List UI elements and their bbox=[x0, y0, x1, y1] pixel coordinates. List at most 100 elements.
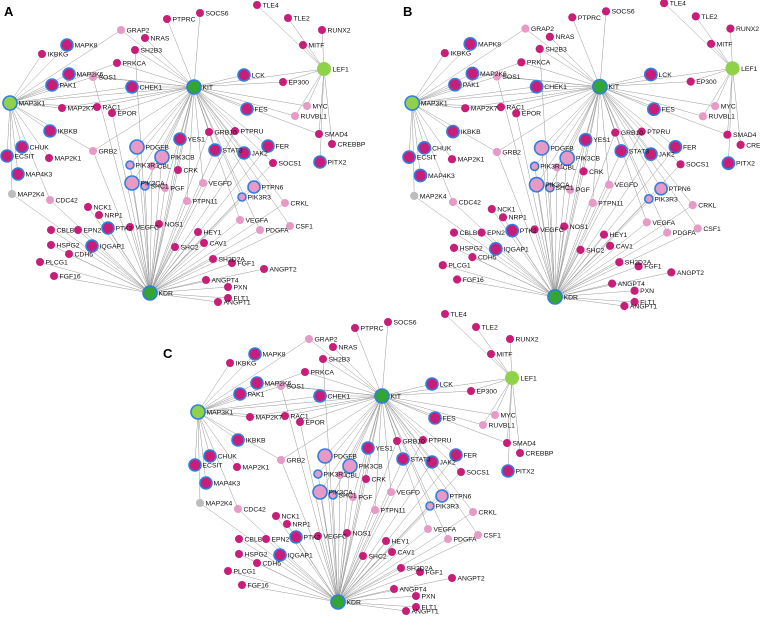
edge-a-kdr-epn2 bbox=[77, 229, 151, 294]
edge-a-kdr-plcg1 bbox=[39, 261, 151, 294]
edge-b-map3k1-map2k1 bbox=[411, 102, 453, 160]
edge-b-kdr-map2k4 bbox=[414, 195, 556, 298]
node-a-vegfd bbox=[199, 179, 207, 187]
edge-b-map3k1-ikbkb bbox=[412, 102, 454, 132]
node-label-b-nrp1: NRP1 bbox=[509, 215, 527, 222]
node-a-angpt1 bbox=[214, 298, 222, 306]
node-label-b-map4k3: MAP4K3 bbox=[428, 173, 455, 180]
edge-b-map3k1-chek1 bbox=[412, 86, 537, 104]
node-label-b-ecsit: ECSIT bbox=[417, 155, 437, 162]
edge-a-kdr-jak2 bbox=[149, 152, 245, 294]
node-a-rac1 bbox=[93, 103, 101, 111]
edge-a-lef1-tle4 bbox=[256, 4, 325, 70]
edge-c-kit-rac1 bbox=[284, 395, 383, 417]
node-label-b-angpt1: ANGPT1 bbox=[630, 303, 657, 310]
edge-a-kdr-crkl bbox=[149, 202, 286, 294]
node-b-ptk2 bbox=[505, 223, 520, 238]
edge-c-map3k1-prkca bbox=[197, 371, 306, 413]
node-c-plcg1 bbox=[224, 567, 232, 575]
node-label-b-chek1: CHEK1 bbox=[544, 84, 567, 91]
node-a-pdgfb bbox=[129, 139, 145, 155]
node-a-shc1 bbox=[140, 181, 150, 191]
edge-c-kit-kdr bbox=[337, 395, 383, 603]
node-b-yes1 bbox=[578, 132, 593, 147]
node-label-b-ptpn11: PTPN11 bbox=[598, 200, 623, 207]
edge-c-kit-map3k1 bbox=[197, 395, 383, 413]
edge-c-kdr-map2k4 bbox=[199, 502, 339, 603]
node-a-sos1 bbox=[89, 73, 97, 81]
edge-a-kdr-flt1 bbox=[149, 292, 229, 299]
node-b-cdh5 bbox=[468, 253, 477, 262]
edge-b-kit-kdr bbox=[554, 86, 601, 297]
edge-a-kdr-vegfc bbox=[129, 226, 151, 294]
node-b-lck bbox=[644, 67, 658, 82]
edge-a-kdr-shc1 bbox=[144, 185, 151, 294]
node-a-vegfa bbox=[236, 216, 244, 224]
node-b-shc2 bbox=[576, 245, 585, 254]
edge-b-kdr-fer bbox=[554, 146, 676, 298]
node-label-c-yes1: YES1 bbox=[376, 445, 394, 452]
node-label-b-ikbkg: IKBKG bbox=[450, 51, 471, 58]
edge-b-kdr-cdh5 bbox=[472, 256, 556, 298]
edge-a-kit-rac1 bbox=[96, 86, 195, 108]
edge-c-lef1-crebbp bbox=[511, 377, 521, 454]
node-a-map2k1 bbox=[45, 154, 53, 162]
node-c-mitf bbox=[487, 350, 495, 358]
node-b-rac1 bbox=[496, 103, 505, 112]
node-b-ruvbl1 bbox=[698, 112, 708, 121]
edge-c-lef1-ep300 bbox=[470, 377, 513, 392]
node-c-ptpn11 bbox=[371, 506, 379, 514]
node-label-a-ikbkb: IKBKB bbox=[58, 128, 78, 135]
edge-c-kdr-ptk2 bbox=[295, 536, 339, 603]
node-b-ptpn6 bbox=[654, 181, 668, 196]
node-a-pak1 bbox=[45, 78, 59, 92]
node-label-a-pik3r3: PIK3R3 bbox=[248, 194, 272, 201]
node-b-fgf16 bbox=[453, 275, 462, 284]
edge-c-kdr-cblb bbox=[238, 538, 339, 603]
node-a-socs6 bbox=[196, 9, 204, 17]
edge-b-kdr-epor bbox=[515, 113, 556, 297]
edge-c-kdr-grb2 bbox=[280, 459, 339, 603]
node-c-fgf16 bbox=[238, 581, 246, 589]
node-label-b-pdgfb: PDGFB bbox=[550, 145, 574, 152]
node-label-b-lef1: LEF1 bbox=[741, 66, 757, 73]
node-b-grb10 bbox=[611, 128, 620, 137]
edge-c-kdr-fgf1 bbox=[337, 571, 421, 603]
node-label-c-epn2: EPN2 bbox=[272, 536, 290, 543]
edge-a-kit-pdgfa bbox=[193, 86, 261, 231]
node-label-b-iqgap1: IQGAP1 bbox=[504, 246, 530, 253]
node-a-cav1 bbox=[200, 239, 208, 247]
edge-b-map3k1-map2k7 bbox=[412, 102, 466, 109]
node-label-a-chuk: CHUK bbox=[30, 144, 50, 151]
node-label-b-fes: FES bbox=[662, 107, 676, 114]
node-b-fgf1 bbox=[634, 262, 643, 271]
node-c-pgf bbox=[349, 493, 357, 501]
node-label-b-kit: KIT bbox=[609, 84, 620, 91]
node-b-vegfc bbox=[530, 225, 539, 234]
node-a-crk bbox=[174, 166, 182, 174]
node-c-grb10 bbox=[393, 437, 401, 445]
node-a-prkca bbox=[113, 59, 121, 67]
edge-a-kit-prkca bbox=[116, 62, 195, 88]
node-label-b-fgf1: FGF1 bbox=[644, 264, 662, 271]
edge-a-lef1-smad4 bbox=[318, 68, 325, 135]
node-c-hey1 bbox=[382, 537, 390, 545]
edge-a-kit-pdgfb bbox=[136, 86, 195, 148]
node-label-a-kdr: KDR bbox=[159, 290, 173, 297]
node-a-map2k4 bbox=[8, 190, 16, 198]
node-label-b-smad4: SMAD4 bbox=[733, 132, 757, 139]
edge-c-map3k1-map2k7 bbox=[197, 411, 251, 418]
node-a-vegfc bbox=[126, 223, 134, 231]
node-c-shc2 bbox=[359, 552, 367, 560]
edge-a-kdr-vegfa bbox=[149, 219, 241, 294]
node-label-b-grb10: GRB10 bbox=[621, 130, 644, 137]
node-b-angpt1 bbox=[620, 301, 629, 311]
node-c-grap2 bbox=[305, 335, 313, 343]
edge-a-kdr-pdgfa bbox=[149, 229, 261, 294]
node-label-a-smad4: SMAD4 bbox=[325, 131, 349, 138]
edge-c-map3k1-cdc42 bbox=[197, 411, 239, 510]
node-b-pdgfb bbox=[533, 139, 550, 156]
edge-c-kit-ptpn6 bbox=[381, 395, 443, 497]
node-label-c-fer: FER bbox=[464, 452, 478, 459]
